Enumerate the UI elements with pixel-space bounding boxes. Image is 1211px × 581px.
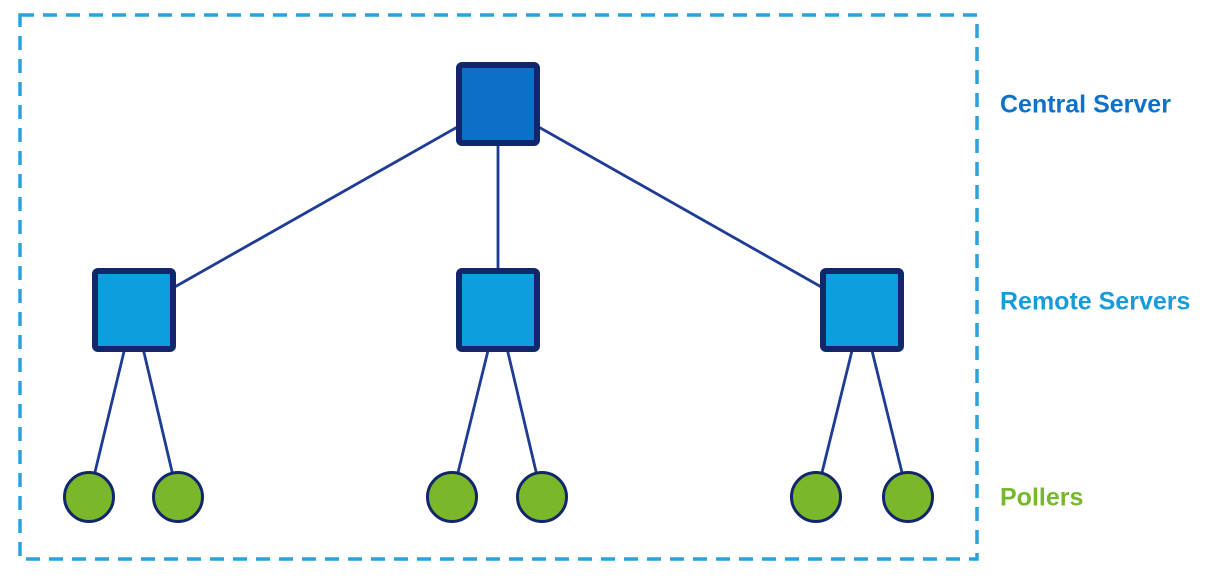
poller-node-4 bbox=[516, 471, 568, 523]
central-server-label: Central Server bbox=[1000, 90, 1171, 119]
poller-node-5 bbox=[790, 471, 842, 523]
poller-node-1 bbox=[63, 471, 115, 523]
poller-node-2 bbox=[152, 471, 204, 523]
poller-node-3 bbox=[426, 471, 478, 523]
central-server-node bbox=[456, 62, 540, 146]
remote-server-node-2 bbox=[456, 268, 540, 352]
poller-node-6 bbox=[882, 471, 934, 523]
pollers-label: Pollers bbox=[1000, 483, 1084, 512]
dashed-boundary bbox=[18, 13, 979, 561]
edge-central-1-remote-1 bbox=[133, 102, 499, 312]
remote-servers-label: Remote Servers bbox=[1000, 287, 1191, 316]
remote-server-node-3 bbox=[820, 268, 904, 352]
edge-central-1-remote-3 bbox=[497, 102, 863, 312]
remote-server-node-1 bbox=[92, 268, 176, 352]
